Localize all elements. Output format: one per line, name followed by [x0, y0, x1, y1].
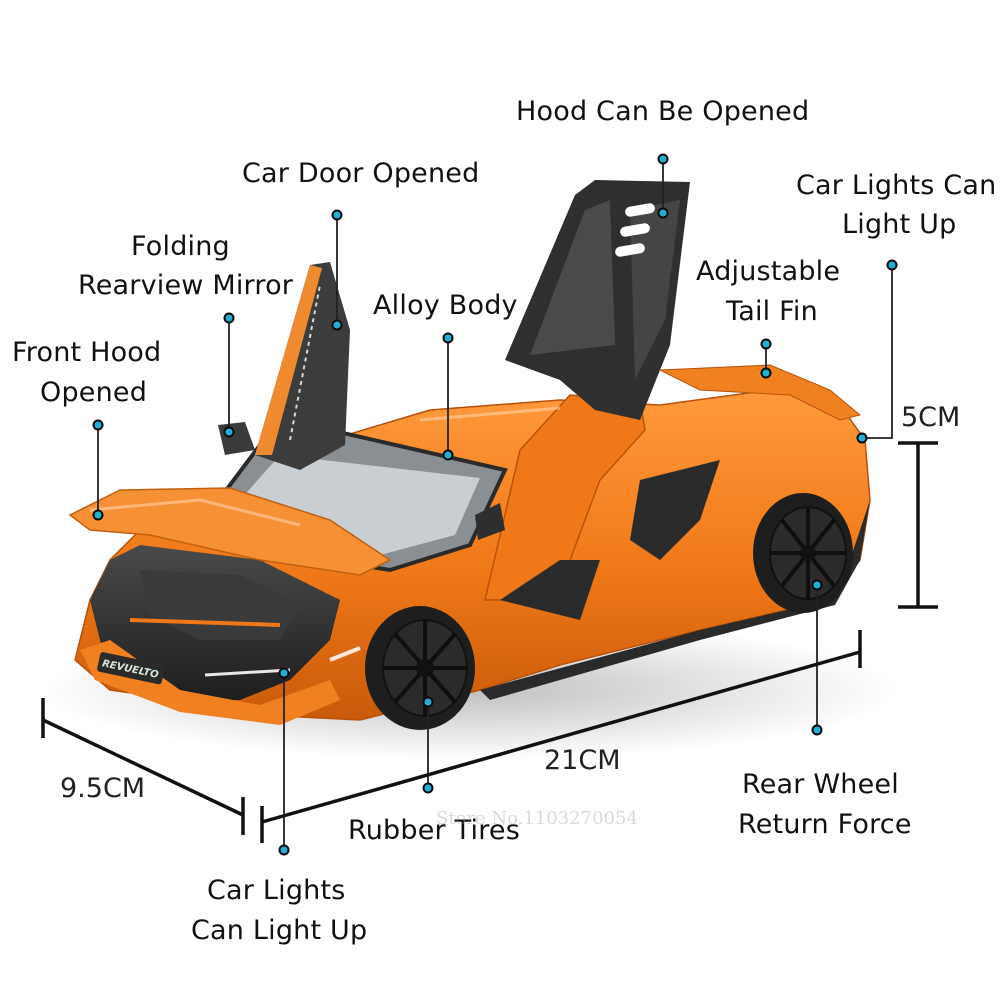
callout-door-label: Car Door Opened [242, 158, 480, 189]
store-watermark: Store No.1103270054 [436, 808, 638, 829]
callout-dots [92, 153, 898, 856]
dimension-height-label: 5CM [901, 402, 961, 433]
callout-front-hood-label-line2: Opened [40, 377, 148, 408]
callout-hood-label: Hood Can Be Opened [516, 96, 810, 127]
callout-rear-wheel-label-line1: Rear Wheel [742, 769, 899, 800]
callout-tail-fin-label-line2: Tail Fin [726, 296, 818, 327]
callout-front-lights-label-line1: Car Lights [207, 875, 346, 906]
callout-front-lights-label-line2: Can Light Up [191, 915, 368, 946]
front-wheel [365, 606, 475, 730]
callout-tires-label: Rubber Tires [348, 815, 520, 846]
rear-wheel [753, 493, 853, 613]
callout-rear-lights-label-line2: Light Up [842, 209, 957, 240]
callout-front-hood-label-line1: Front Hood [12, 337, 162, 368]
dimension-length-label: 21CM [544, 745, 621, 776]
callout-mirror-label-line2: Rearview Mirror [78, 270, 294, 301]
dimension-lines [41, 441, 938, 843]
callout-rear-lights-label-line1: Car Lights Can [796, 170, 997, 201]
callout-mirror-label-line1: Folding [131, 231, 230, 262]
callout-rear-wheel-label-line2: Return Force [738, 809, 912, 840]
dimension-width-label: 9.5CM [60, 773, 146, 804]
callout-tail-fin-label-line1: Adjustable [696, 256, 841, 287]
callout-alloy-body-label: Alloy Body [373, 290, 518, 321]
